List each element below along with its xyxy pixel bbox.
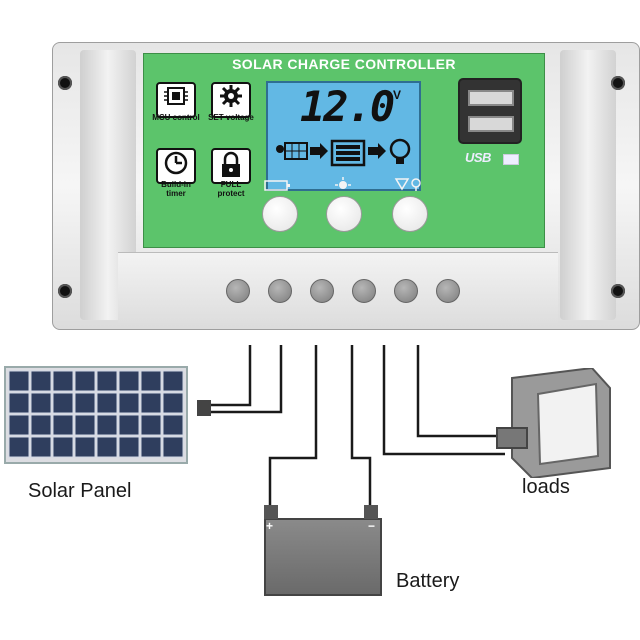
menu-button[interactable] [262,196,298,232]
up-button[interactable] [326,196,362,232]
lock-icon [211,148,251,184]
wire-solar-positive [205,345,252,407]
usb-ports [458,78,522,144]
battery-terminal-positive [264,505,278,519]
solar-panel-label: Solar Panel [28,480,132,502]
plus-icon: + [266,519,274,533]
loads-label: loads [522,476,570,498]
arrow-right-icon [310,143,328,159]
mc4-connector-icon [197,400,211,416]
wire-battery-positive [268,345,318,505]
usb-port [468,90,514,106]
screw-icon [611,284,625,298]
down-button[interactable] [392,196,428,232]
feature-label-set: SET voltage [208,113,254,122]
right-rail [560,50,616,320]
battery-menu-icon [264,180,290,191]
bulb-icon [389,138,411,164]
wire-load-negative [416,345,505,438]
minus-icon: − [368,519,376,533]
feature-label-protect: FULL protect [217,180,245,198]
lcd-display [266,81,421,191]
wire-solar-negative [205,345,283,414]
battery-icon [330,139,366,167]
usb-label: USB [465,150,491,165]
lcd-flow-icons [276,138,411,167]
lcd-voltage-unit: V [393,88,402,102]
wire-load-positive [382,345,505,456]
chip-icon [156,82,196,118]
screw-icon [58,76,72,90]
lcd-voltage-reading: 12.0 [300,82,395,131]
clock-icon [156,148,196,184]
feature-label-timer: Build-in timer [161,180,191,198]
battery-label: Battery [396,570,460,592]
arrow-right-icon [368,143,386,159]
flood-light-icon [496,368,611,478]
solar-panel [4,366,188,464]
terminal-solar-positive [226,279,250,303]
terminal-battery-positive [310,279,334,303]
controller-title: SOLAR CHARGE CONTROLLER [232,56,456,72]
screw-icon [611,76,625,90]
terminal-strip [118,252,558,323]
usb-port [468,116,514,132]
feature-label-mcu: MCU control [152,113,200,122]
sun-panel-icon [276,142,308,160]
wire-battery-negative [350,345,372,505]
battery [264,518,382,596]
gear-icon [211,82,251,118]
usb-plug-icon [503,154,519,165]
load-icon [394,178,421,191]
screw-icon [58,284,72,298]
terminal-load-negative [436,279,460,303]
battery-terminal-negative [364,505,378,519]
terminal-battery-negative [352,279,376,303]
terminal-load-positive [394,279,418,303]
terminal-solar-negative [268,279,292,303]
sun-icon [335,177,351,189]
